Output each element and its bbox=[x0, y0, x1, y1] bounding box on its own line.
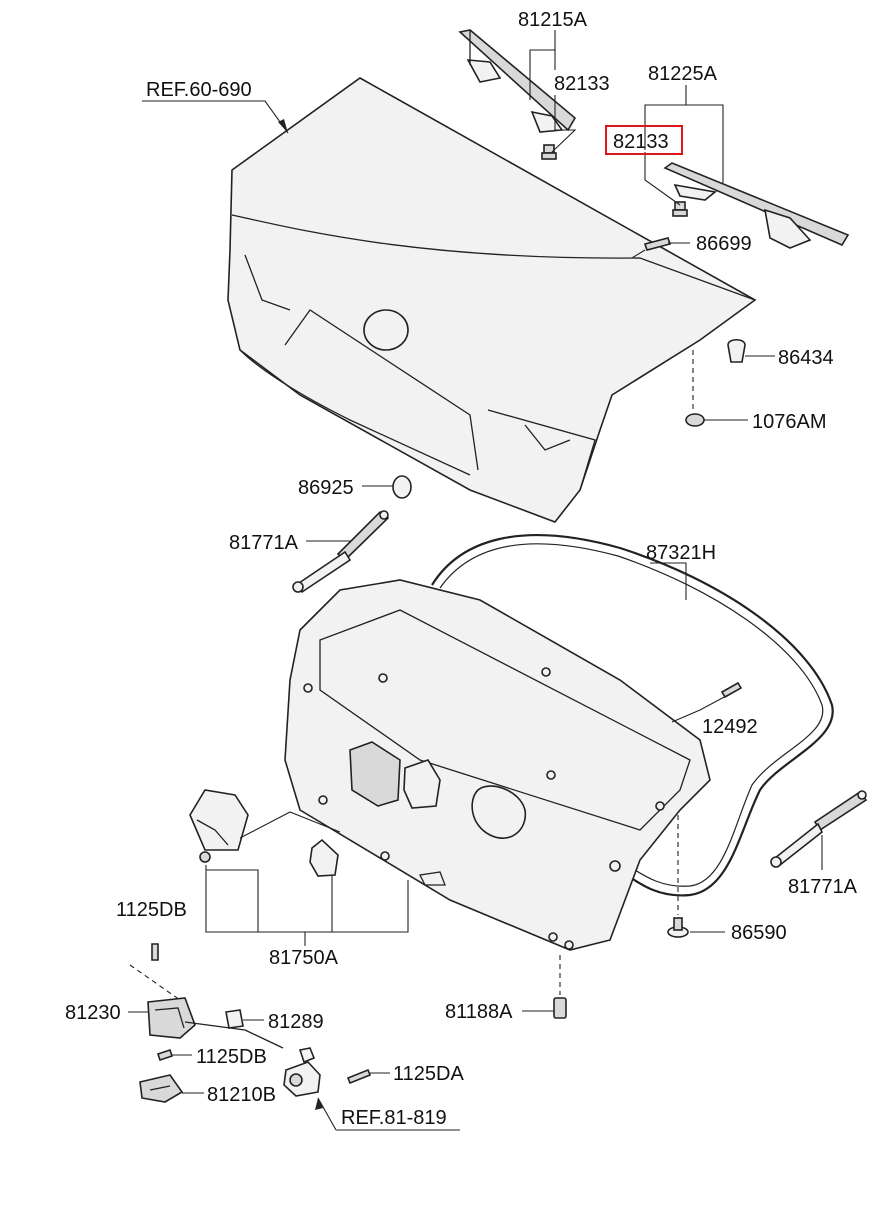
nut-1076AM bbox=[685, 413, 705, 427]
label-81188A: 81188A bbox=[445, 1001, 513, 1023]
label-1125DA: 1125DA bbox=[393, 1063, 464, 1085]
label-81771A-right: 81771A bbox=[788, 876, 858, 898]
label-1125DB-bottom: 1125DB bbox=[196, 1046, 267, 1068]
bumper-86434 bbox=[727, 338, 746, 363]
leader-lines bbox=[128, 30, 823, 1131]
label-81750A: 81750A bbox=[269, 947, 339, 969]
weatherstrip-87321H bbox=[431, 534, 834, 897]
label-12492: 12492 bbox=[702, 716, 758, 738]
label-86590: 86590 bbox=[731, 922, 787, 944]
label-81225A: 81225A bbox=[648, 63, 718, 85]
cover-81750A-small bbox=[309, 838, 339, 877]
screw-1125DB-top bbox=[151, 943, 159, 961]
gas-strut-left-81771A bbox=[292, 510, 390, 594]
dashed-line-latch bbox=[129, 964, 181, 1001]
label-81289: 81289 bbox=[268, 1011, 324, 1033]
screw-86699 bbox=[643, 237, 672, 251]
latch-81230 bbox=[147, 997, 284, 1049]
trunk-lid-panel bbox=[227, 77, 757, 523]
plug-86925 bbox=[392, 475, 412, 499]
label-87321H: 87321H bbox=[646, 542, 716, 564]
cover-81750A-left bbox=[189, 789, 249, 851]
emblem-recess bbox=[363, 309, 409, 351]
label-1076AM: 1076AM bbox=[752, 411, 827, 433]
part-labels: 81215A 82133 81225A 82133 REF.60-690 866… bbox=[65, 9, 858, 1129]
arrowhead-ref-60-690 bbox=[278, 119, 288, 133]
label-82133-left: 82133 bbox=[554, 73, 610, 95]
leader-12492 bbox=[671, 694, 729, 723]
lock-cylinder bbox=[283, 1047, 321, 1097]
label-ref-60-690: REF.60-690 bbox=[146, 79, 252, 101]
clip-81750A bbox=[199, 851, 211, 863]
highlight-box-82133 bbox=[605, 125, 683, 155]
arrowhead-ref-81-819 bbox=[315, 1098, 323, 1110]
label-82133-highlighted: 82133 bbox=[613, 131, 669, 153]
trunk-trim-panel bbox=[284, 579, 711, 951]
screw-1125DA bbox=[346, 1068, 372, 1085]
leader-cover-to-panel bbox=[239, 811, 341, 839]
label-86699: 86699 bbox=[696, 233, 752, 255]
gas-strut-right-81771A bbox=[770, 790, 868, 868]
bolt-82133-right bbox=[672, 201, 688, 217]
label-81230: 81230 bbox=[65, 1002, 121, 1024]
label-81215A: 81215A bbox=[518, 9, 588, 31]
label-86925: 86925 bbox=[298, 477, 354, 499]
screw-12492 bbox=[720, 681, 743, 699]
bumper-81188A bbox=[553, 997, 567, 1019]
clip-86590 bbox=[667, 917, 689, 938]
clip-81289 bbox=[225, 1009, 244, 1029]
label-1125DB-top: 1125DB bbox=[116, 899, 187, 921]
label-86434: 86434 bbox=[778, 347, 834, 369]
label-81771A-left: 81771A bbox=[229, 532, 299, 554]
striker-81210B bbox=[139, 1074, 184, 1103]
bolt-82133-left bbox=[541, 144, 557, 160]
screw-1125DB-bottom bbox=[156, 1048, 174, 1062]
hinge-81225A bbox=[663, 162, 850, 249]
label-ref-81-819: REF.81-819 bbox=[341, 1107, 447, 1129]
label-81210B: 81210B bbox=[207, 1084, 276, 1106]
